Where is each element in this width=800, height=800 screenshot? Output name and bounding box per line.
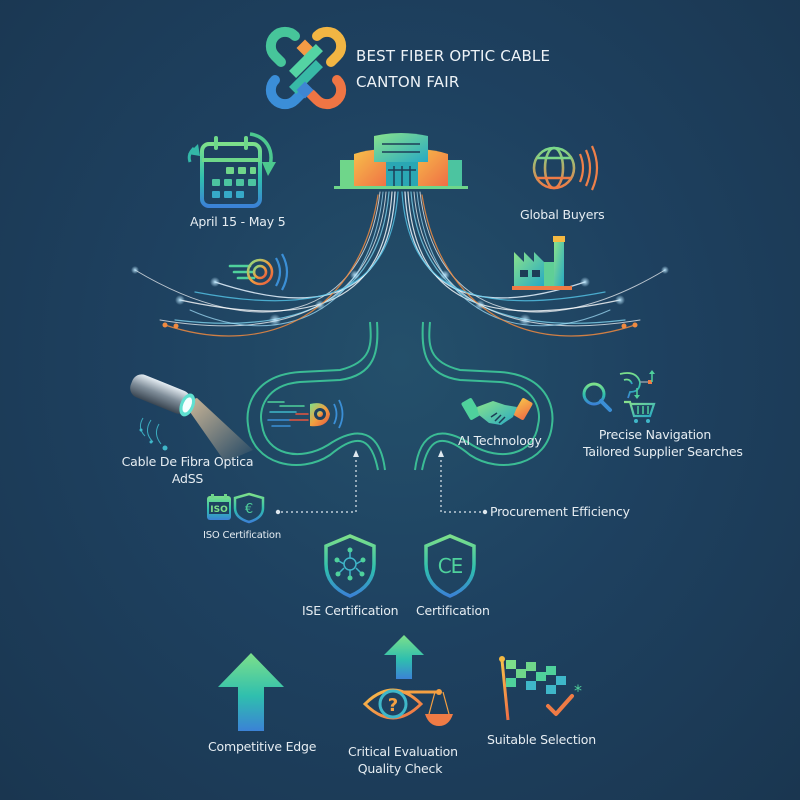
svg-text:*: * bbox=[574, 681, 582, 700]
signal-waves-icon bbox=[228, 253, 289, 291]
ise-certification-label: ISE Certification bbox=[302, 603, 399, 618]
fiber-cable-icon bbox=[130, 374, 253, 462]
svg-text:ISO: ISO bbox=[210, 505, 228, 515]
search-brain-cart-icon bbox=[582, 370, 656, 423]
iso-badge-icon: ISO € bbox=[207, 492, 265, 524]
ai-technology-label: AI Technology bbox=[458, 433, 542, 448]
handshake-icon bbox=[461, 398, 533, 425]
critical-evaluation-label-line-1: Critical Evaluation bbox=[348, 744, 458, 759]
iso-certification-label: ISO Certification bbox=[203, 530, 281, 541]
svg-text:€: € bbox=[245, 502, 253, 517]
checkered-flag-icon: * bbox=[499, 656, 582, 721]
precise-navigation-label-line-1: Precise Navigation bbox=[598, 427, 712, 442]
fiber-cable-label: Cable De Fibra Optica AdSS bbox=[115, 453, 260, 487]
calendar-cycle-icon bbox=[187, 132, 276, 208]
critical-evaluation-label-line-2: Quality Check bbox=[357, 761, 443, 776]
precise-navigation-label-line-2: Tailored Supplier Searches bbox=[583, 444, 743, 459]
suitable-selection-label: Suitable Selection bbox=[487, 732, 596, 747]
fiber-cable-label-line-2: AdSS bbox=[171, 471, 204, 486]
title-line-1: BEST FIBER OPTIC CABLE bbox=[356, 47, 551, 65]
date-label: April 15 - May 5 bbox=[190, 214, 286, 229]
precise-navigation-label: Precise Navigation Tailored Supplier Sea… bbox=[583, 426, 743, 460]
eye-scale-icon: ? bbox=[362, 688, 453, 726]
shield-ce-icon: CE bbox=[424, 534, 476, 598]
exhibition-hall-icon bbox=[334, 133, 468, 189]
procurement-efficiency-label: Procurement Efficiency bbox=[490, 504, 630, 519]
svg-text:CE: CE bbox=[438, 554, 463, 578]
up-arrow-icon bbox=[218, 653, 284, 731]
title-line-2: CANTON FAIR bbox=[356, 73, 460, 91]
global-buyers-label: Global Buyers bbox=[520, 207, 605, 222]
page-title: BEST FIBER OPTIC CABLE CANTON FAIR bbox=[356, 43, 550, 95]
svg-text:?: ? bbox=[388, 695, 398, 716]
competitive-edge-label: Competitive Edge bbox=[208, 739, 317, 754]
fiber-cable-label-line-1: Cable De Fibra Optica bbox=[121, 454, 254, 469]
interlocking-knot-logo bbox=[265, 26, 347, 110]
small-up-arrow-icon bbox=[384, 635, 424, 679]
critical-evaluation-label: Critical Evaluation Quality Check bbox=[348, 743, 458, 777]
data-stream-target-icon bbox=[267, 399, 344, 429]
factory-icon bbox=[512, 236, 572, 290]
shield-network-icon bbox=[324, 534, 376, 598]
globe-signal-icon bbox=[532, 145, 599, 191]
ce-certification-label: Certification bbox=[416, 603, 490, 618]
